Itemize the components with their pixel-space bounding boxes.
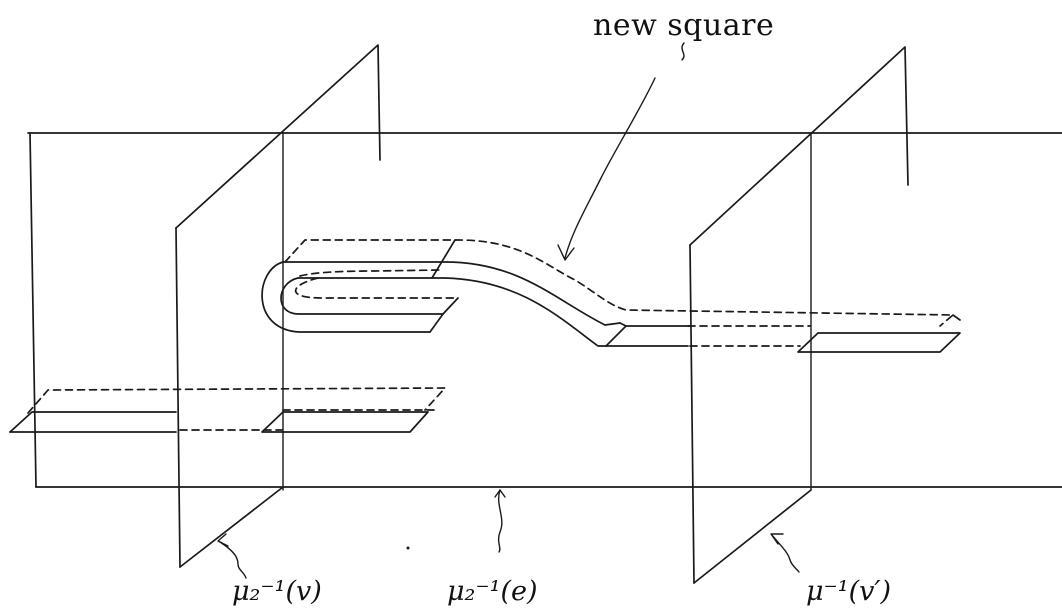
left-strip	[9, 387, 446, 433]
new-square-arrow	[557, 42, 685, 261]
label-pointers	[217, 489, 800, 579]
right-plane	[689, 46, 909, 584]
horizontal-sheet	[27, 132, 1062, 491]
mu2-inverse-e-label: μ₂⁻¹(e)	[447, 576, 538, 607]
mu-inverse-vprime-label: μ⁻¹(v′)	[806, 576, 892, 607]
mu2-inverse-v-label: μ₂⁻¹(v)	[232, 576, 322, 607]
loop-strip	[261, 239, 961, 353]
stray-dot	[406, 546, 410, 550]
left-plane	[175, 44, 381, 568]
new-square-label: new square	[593, 8, 775, 43]
